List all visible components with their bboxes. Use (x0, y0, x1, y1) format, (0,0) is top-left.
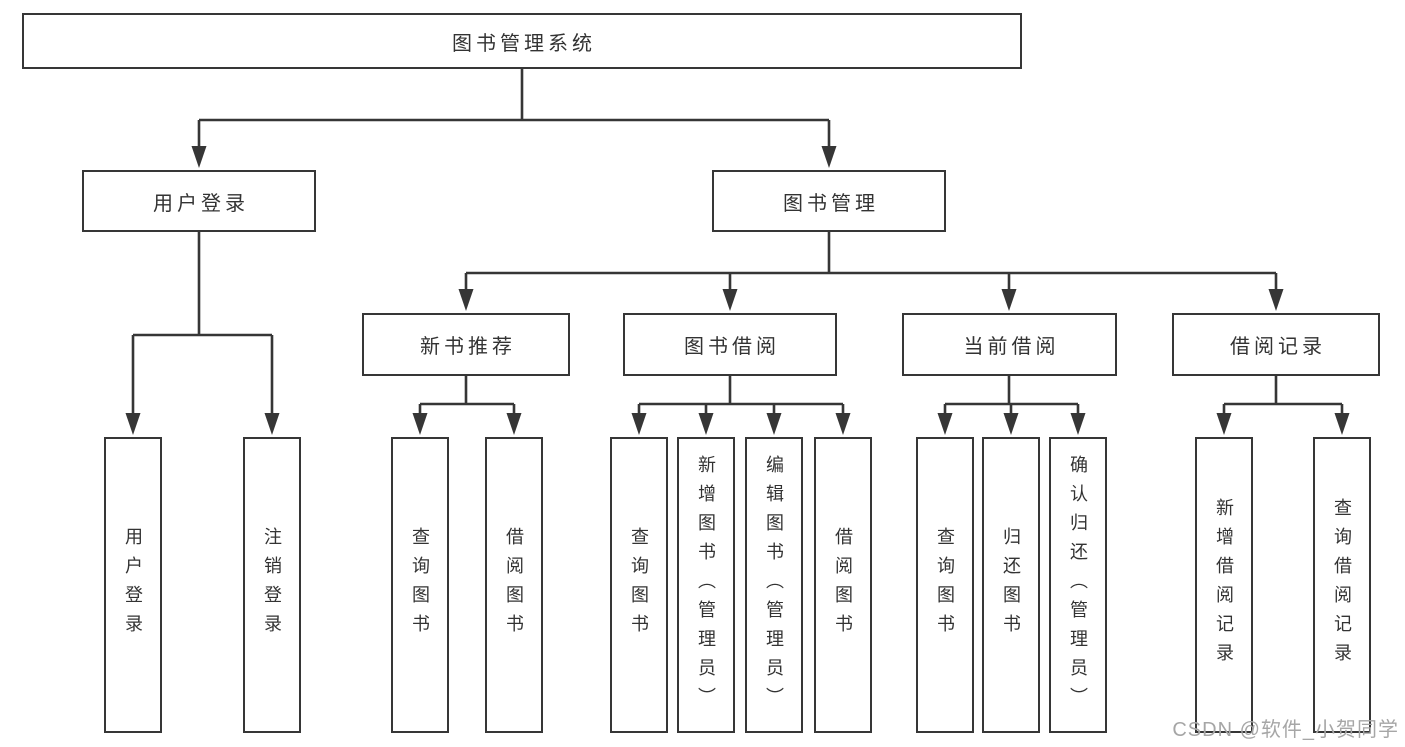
node-leaf-confirm-return-admin: 确认归还（管理员） (1049, 437, 1107, 733)
node-label: 新增借阅记录 (1214, 498, 1234, 672)
node-root-library-system: 图书管理系统 (22, 13, 1022, 69)
node-leaf-query-books-3: 查询图书 (916, 437, 974, 733)
node-label: 图书管理系统 (452, 32, 596, 55)
node-leaf-return-books: 归还图书 (982, 437, 1040, 733)
node-label: 查询图书 (935, 527, 955, 643)
node-borrowing-records: 借阅记录 (1172, 313, 1380, 376)
node-label: 借阅图书 (504, 527, 524, 643)
node-book-borrowing: 图书借阅 (623, 313, 837, 376)
connector-stems (131, 67, 1344, 417)
node-label: 借阅图书 (833, 527, 853, 643)
node-new-book-recommend: 新书推荐 (362, 313, 570, 376)
node-label: 借阅记录 (1230, 336, 1326, 358)
node-label: 确认归还（管理员） (1068, 454, 1088, 716)
node-label: 查询图书 (629, 527, 649, 643)
node-leaf-borrow-books: 借阅图书 (485, 437, 543, 733)
node-label: 用户登录 (153, 192, 249, 215)
csdn-watermark: CSDN @软件_小贺同学 (1172, 719, 1399, 741)
node-label: 归还图书 (1001, 527, 1021, 643)
node-label: 用户登录 (123, 527, 143, 643)
node-label: 新增图书（管理员） (696, 454, 716, 716)
node-label: 当前借阅 (963, 336, 1060, 358)
node-book-management: 图书管理 (712, 170, 946, 232)
node-leaf-borrow-books-2: 借阅图书 (814, 437, 872, 733)
node-label: 注销登录 (262, 527, 282, 643)
node-label: 查询图书 (410, 527, 430, 643)
node-leaf-query-books: 查询图书 (391, 437, 449, 733)
node-current-borrowing: 当前借阅 (902, 313, 1117, 376)
node-leaf-user-login: 用户登录 (104, 437, 162, 733)
node-user-login: 用户登录 (82, 170, 316, 232)
arrowhead-icons (125, 146, 1350, 435)
node-leaf-query-borrow-record: 查询借阅记录 (1313, 437, 1371, 733)
node-leaf-add-books-admin: 新增图书（管理员） (677, 437, 735, 733)
node-label: 图书管理 (783, 192, 879, 215)
node-leaf-add-borrow-record: 新增借阅记录 (1195, 437, 1253, 733)
node-label: 编辑图书（管理员） (764, 454, 784, 716)
node-label: 新书推荐 (420, 336, 516, 358)
node-leaf-logout: 注销登录 (243, 437, 301, 733)
node-leaf-edit-books-admin: 编辑图书（管理员） (745, 437, 803, 733)
node-label: 查询借阅记录 (1332, 498, 1352, 672)
node-leaf-query-books-2: 查询图书 (610, 437, 668, 733)
node-label: 图书借阅 (684, 336, 780, 358)
